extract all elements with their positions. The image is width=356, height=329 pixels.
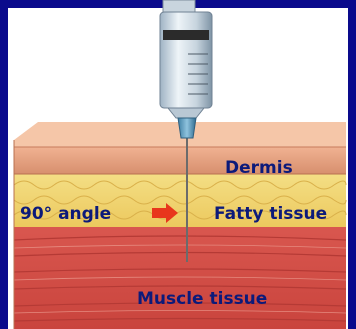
muscle-layer [14, 225, 346, 329]
label-fatty-tissue: Fatty tissue [214, 206, 327, 223]
label-dermis: Dermis [225, 160, 293, 177]
label-muscle-tissue: Muscle tissue [137, 291, 267, 308]
label-angle: 90° angle [20, 206, 111, 223]
